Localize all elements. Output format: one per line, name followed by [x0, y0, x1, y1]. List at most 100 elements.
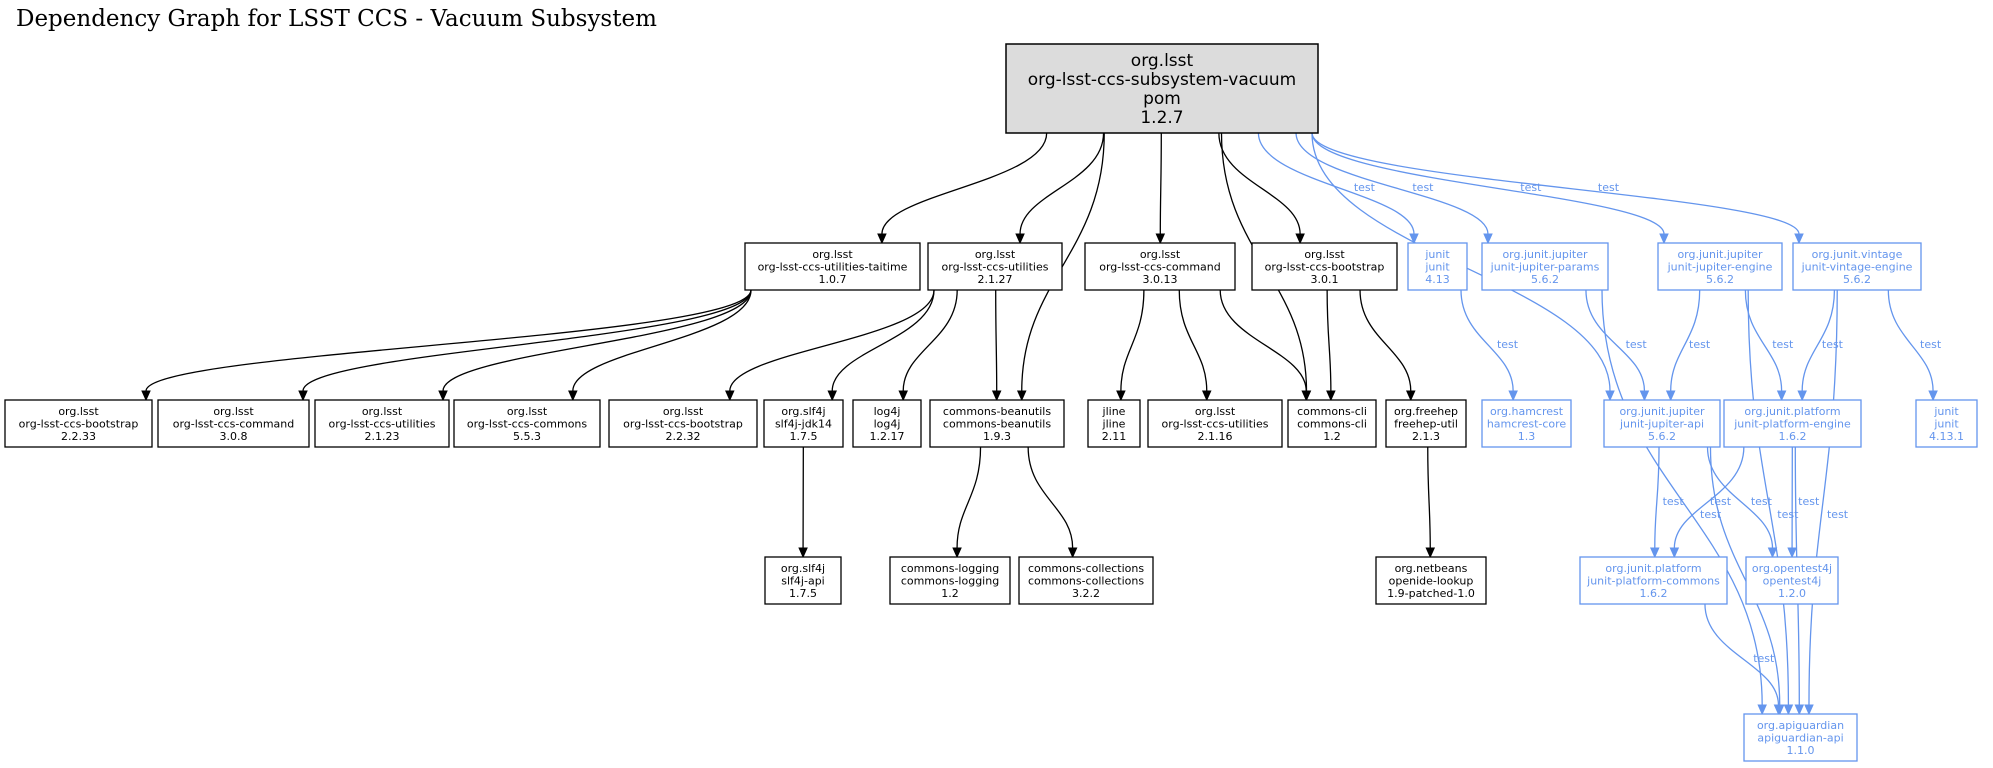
node-label-line: 5.6.2 — [1843, 273, 1871, 286]
edge-root-to-cmd3013 — [1155, 132, 1166, 245]
edge-line — [1120, 289, 1145, 392]
node-label-line: commons-collections — [1028, 575, 1144, 588]
node-box — [1087, 399, 1141, 448]
edge-line — [1027, 446, 1074, 549]
node-label-line: commons-cli — [1297, 418, 1367, 431]
node-box — [1375, 556, 1487, 605]
node-label-line: 1.2.7 — [1140, 108, 1183, 128]
node-root: org.lsstorg-lsst-ccs-subsystem-vacuumpom… — [1005, 43, 1319, 134]
edge-line — [1887, 289, 1934, 392]
edge-arrowhead — [1116, 390, 1126, 402]
edge-arrowhead — [1425, 547, 1436, 559]
node-box — [929, 399, 1065, 448]
node-label-line: junit-jupiter-api — [1619, 418, 1704, 431]
edge-arrowhead — [1804, 704, 1814, 716]
edge-line — [1744, 289, 1783, 392]
edge-arrowhead — [1201, 390, 1212, 402]
edge-line — [902, 289, 958, 392]
node-pengine: org.junit.platformjunit-platform-engine1… — [1723, 399, 1862, 448]
node-label-line: org.slf4j — [781, 562, 825, 575]
node-box — [1745, 556, 1839, 605]
edge-line — [881, 132, 1048, 235]
edge-jparams-to-apiguardian: test — [1601, 289, 1767, 716]
node-label-line: org.junit.jupiter — [1677, 248, 1763, 261]
node-label-line: opentest4j — [1763, 575, 1822, 588]
edge-root-to-util2127 — [1015, 132, 1105, 245]
edge-arrowhead — [1928, 390, 1938, 402]
edge-arrowhead — [827, 390, 837, 402]
node-label-line: junit — [1933, 405, 1959, 418]
edge-line — [1159, 132, 1162, 235]
nodes-layer: org.lsstorg-lsst-ccs-subsystem-vacuumpom… — [4, 43, 1978, 762]
node-box — [1018, 556, 1154, 605]
edge-label: test — [1663, 495, 1685, 508]
node-label-line: jline — [1102, 418, 1126, 431]
edge-jengine-to-pengine: test — [1744, 289, 1794, 402]
node-label-line: 5.5.3 — [513, 430, 541, 443]
edge-line — [1021, 132, 1105, 392]
node-box — [764, 556, 842, 605]
node-jengine: org.junit.jupiterjunit-jupiter-engine5.6… — [1657, 242, 1783, 291]
node-label-line: commons-collections — [1028, 562, 1144, 575]
node-box — [763, 399, 844, 448]
edge-line — [145, 289, 752, 392]
edge-label: test — [1798, 495, 1820, 508]
node-box — [1603, 399, 1721, 448]
node-label-line: commons-cli — [1297, 405, 1367, 418]
edge-arrowhead — [1409, 233, 1419, 245]
edge-beanutils-to-logging — [952, 446, 982, 559]
edge-line — [995, 289, 998, 392]
node-label-line: commons-beanutils — [943, 418, 1051, 431]
node-taitime: org.lsstorg-lsst-ccs-utilities-taitime1.… — [744, 242, 921, 291]
node-label-line: junit-jupiter-engine — [1667, 261, 1773, 274]
edge-label: test — [1626, 338, 1648, 351]
node-label-line: org.freehep — [1394, 405, 1458, 418]
node-label-line: junit-jupiter-params — [1490, 261, 1600, 274]
edge-arrowhead — [1483, 233, 1493, 245]
node-label-line: org.junit.jupiter — [1619, 405, 1705, 418]
node-label-line: 3.0.8 — [220, 430, 248, 443]
node-label-line: org-lsst-ccs-commons — [467, 418, 588, 431]
node-label-line: org.apiguardian — [1757, 719, 1844, 732]
edge-arrowhead — [1767, 547, 1778, 559]
edge-arrowhead — [898, 390, 908, 402]
edge-line — [1706, 446, 1774, 549]
edge-arrowhead — [991, 390, 1002, 402]
node-box — [608, 399, 758, 448]
node-label-line: 4.13.1 — [1929, 430, 1964, 443]
edge-label: test — [1412, 181, 1434, 194]
node-label-line: 3.0.1 — [1311, 273, 1339, 286]
node-label-line: slf4j-api — [781, 575, 824, 588]
edge-util2127-to-log4j — [898, 289, 958, 402]
edge-arrowhead — [725, 390, 735, 402]
edge-label: test — [1777, 508, 1799, 521]
node-label-line: log4j — [874, 405, 901, 418]
edge-jengine-to-apiguardian: test — [1747, 289, 1799, 716]
edge-taitime-to-boot2233 — [141, 289, 752, 402]
node-label-line: org.lsst — [213, 405, 254, 418]
node-label-line: apiguardian-api — [1757, 732, 1843, 745]
node-label-line: junit-vintage-engine — [1801, 261, 1913, 274]
node-label-line: 1.3 — [1518, 430, 1536, 443]
edge-arrowhead — [1650, 547, 1660, 559]
node-box — [1481, 399, 1572, 448]
node-label-line: 1.7.5 — [789, 587, 817, 600]
edge-line — [1257, 132, 1415, 235]
edge-cmd3013-to-jline — [1116, 289, 1145, 402]
edge-util2127-to-boot2232 — [725, 289, 935, 402]
edge-arrowhead — [1787, 547, 1797, 559]
node-label-line: org.junit.jupiter — [1502, 248, 1588, 261]
edge-vintage-to-apiguardian: test — [1804, 289, 1849, 716]
edge-label: test — [1822, 338, 1844, 351]
node-jparams: org.junit.jupiterjunit-jupiter-params5.6… — [1481, 242, 1609, 291]
edge-arrowhead — [1757, 704, 1767, 716]
node-label-line: 1.9-patched-1.0 — [1387, 587, 1475, 600]
edge-pengine-to-opentest: test — [1787, 446, 1820, 559]
edge-line — [1601, 289, 1763, 706]
node-label-line: freehep-util — [1394, 418, 1458, 431]
edge-line — [1460, 289, 1514, 392]
edge-line — [1019, 132, 1105, 235]
